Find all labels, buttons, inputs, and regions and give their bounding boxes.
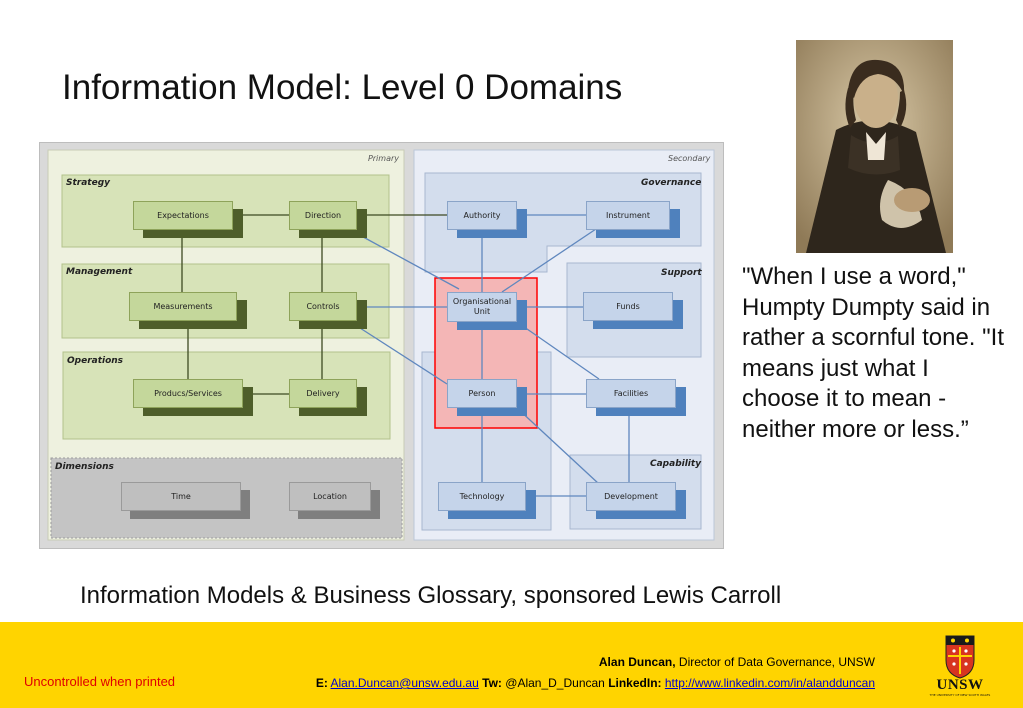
- domain-label-management: Management: [66, 267, 133, 277]
- twitter-label: Tw:: [482, 676, 502, 690]
- node-technology: Technology: [438, 482, 526, 511]
- node-person: Person: [447, 379, 517, 408]
- node-measurements: Measurements: [129, 292, 237, 321]
- twitter-handle: @Alan_D_Duncan: [505, 676, 605, 690]
- domain-label-operations: Operations: [67, 356, 124, 366]
- node-producs-services: Producs/Services: [133, 379, 243, 408]
- unsw-logo: UNSW THE UNIVERSITY OF NEW SOUTH WALES: [928, 634, 992, 698]
- author-line: Alan Duncan, Director of Data Governance…: [599, 655, 875, 669]
- email-link[interactable]: Alan.Duncan@unsw.edu.au: [330, 676, 479, 690]
- portrait-photo-icon: [796, 40, 953, 253]
- node-location: Location: [289, 482, 371, 511]
- author-name: Alan Duncan,: [598, 655, 676, 669]
- domain-label-dimensions: Dimensions: [55, 462, 114, 472]
- node-organisational-unit: Organisational Unit: [447, 292, 517, 322]
- footer-bar: [0, 622, 1023, 708]
- node-facilities: Facilities: [586, 379, 676, 408]
- node-direction: Direction: [289, 201, 357, 230]
- primary-connectors: [181, 214, 447, 395]
- node-instrument: Instrument: [586, 201, 670, 230]
- linkedin-label: LinkedIn:: [608, 676, 662, 690]
- unsw-logo-text: UNSW: [936, 677, 984, 693]
- page-title: Information Model: Level 0 Domains: [62, 68, 623, 107]
- email-label: E:: [315, 676, 328, 690]
- domain-label-strategy: Strategy: [66, 178, 111, 188]
- node-controls: Controls: [289, 292, 357, 321]
- secondary-connectors: [353, 214, 630, 497]
- node-funds: Funds: [583, 292, 673, 321]
- linkedin-link[interactable]: http://www.linkedin.com/in/alandduncan: [664, 676, 875, 690]
- humpty-dumpty-quote: "When I use a word," Humpty Dumpty said …: [742, 263, 1004, 443]
- node-authority: Authority: [447, 201, 517, 230]
- node-time: Time: [121, 482, 241, 511]
- node-expectations: Expectations: [133, 201, 233, 230]
- node-development: Development: [586, 482, 676, 511]
- author-role: Director of Data Governance, UNSW: [678, 655, 875, 669]
- slide-caption: Information Models & Business Glossary, …: [80, 582, 782, 609]
- unsw-logo-tagline: THE UNIVERSITY OF NEW SOUTH WALES: [929, 693, 991, 697]
- unsw-crest-icon: [945, 635, 975, 679]
- uncontrolled-notice: Uncontrolled when printed: [24, 674, 176, 689]
- contact-line: E: Alan.Duncan@unsw.edu.au Tw: @Alan_D_D…: [316, 676, 875, 690]
- node-delivery: Delivery: [289, 379, 357, 408]
- domain-label-capability: Capability: [650, 459, 702, 469]
- primary-panel-label: Primary: [367, 154, 399, 163]
- domain-label-governance: Governance: [641, 178, 702, 188]
- governance-domain-box: [424, 172, 702, 273]
- domain-label-support: Support: [661, 268, 702, 278]
- secondary-panel-label: Secondary: [668, 154, 711, 163]
